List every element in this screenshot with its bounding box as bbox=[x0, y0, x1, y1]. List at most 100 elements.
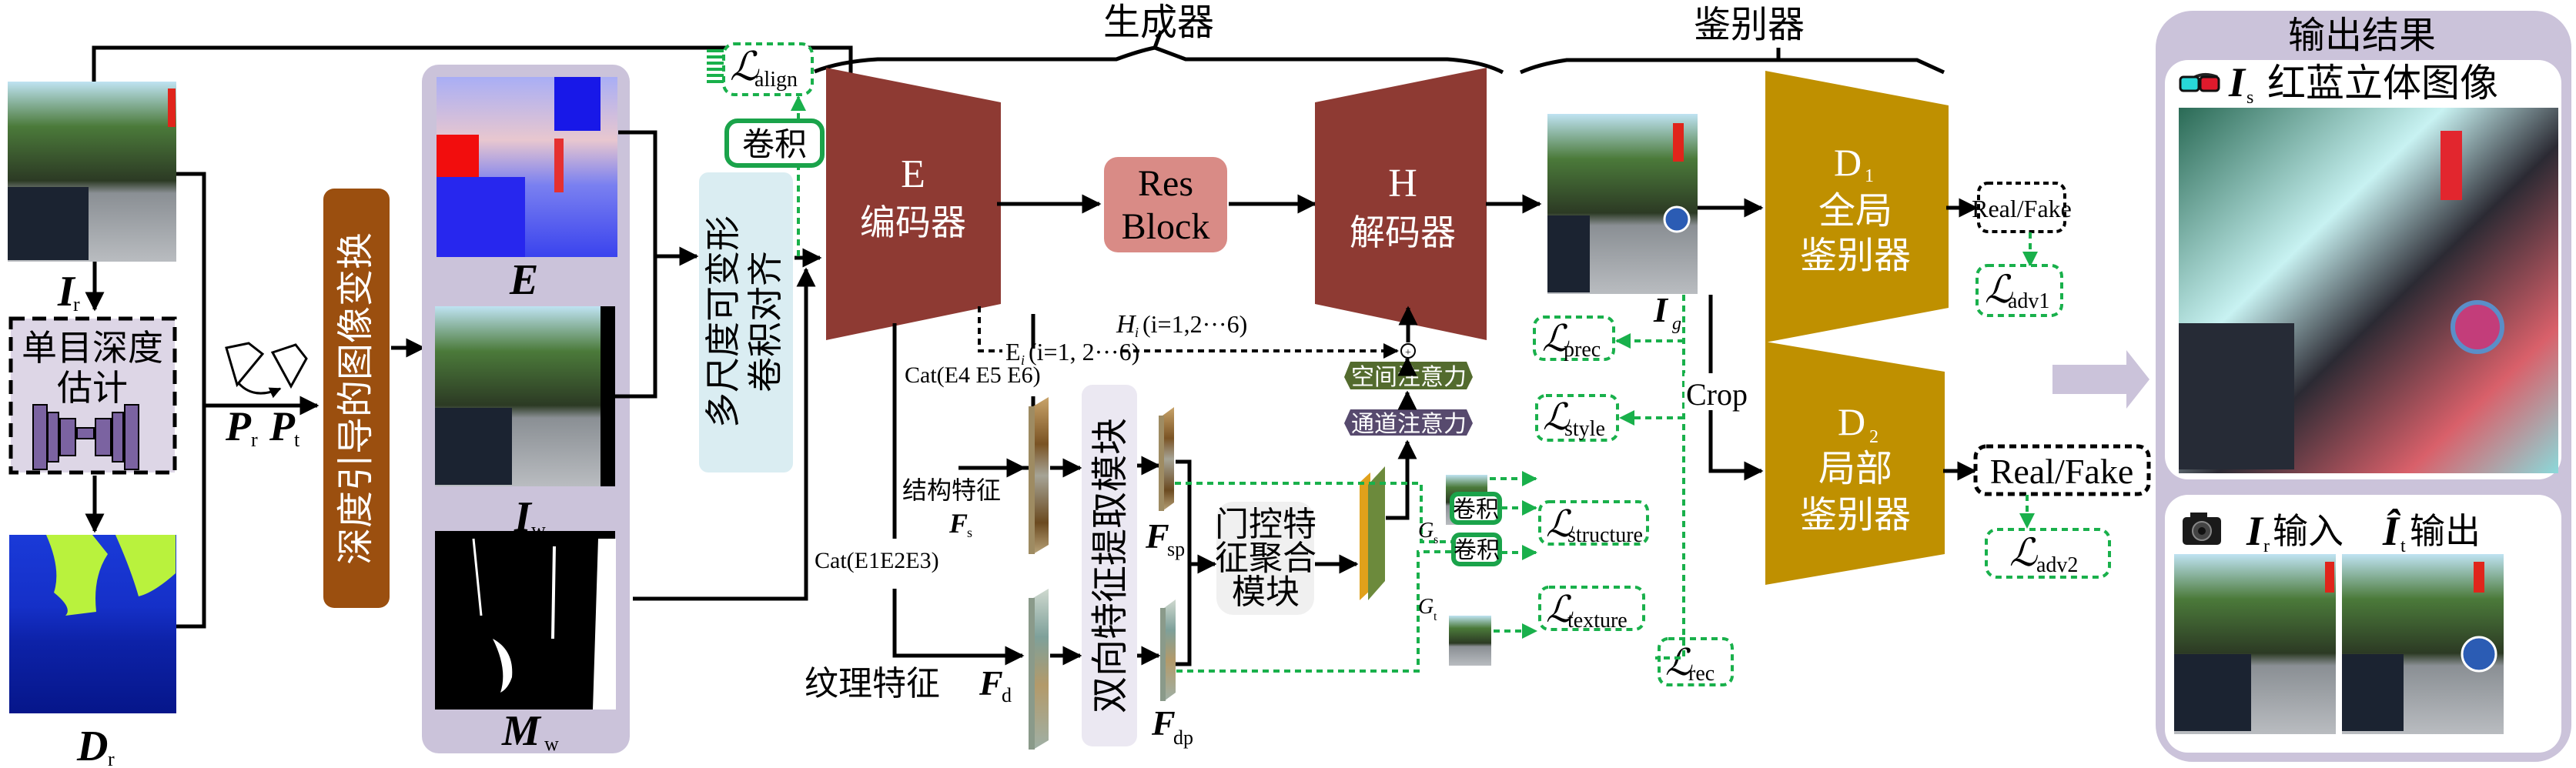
fsp-label: F bbox=[1145, 516, 1169, 556]
monocular-label-1: 单目深度 bbox=[22, 327, 163, 369]
is-sub: s bbox=[2246, 88, 2253, 108]
feature-map-fsp bbox=[1159, 407, 1174, 511]
gs-label: G bbox=[1418, 519, 1434, 543]
cat-high-label: Cat(E4 E5 E6) bbox=[905, 362, 1041, 388]
arrow-ig-crop-to-d2 bbox=[1708, 295, 1764, 481]
sum-node-icon: + bbox=[1400, 343, 1416, 359]
ig-sub: g bbox=[1672, 314, 1681, 334]
output-it-label: Î bbox=[2382, 508, 2401, 554]
depth-warp-label: 深度引导的图像变换 bbox=[334, 232, 377, 565]
loss-texture-box: ℒ texture bbox=[1538, 586, 1645, 633]
cat-low-label: Cat(E1E2E3) bbox=[815, 548, 939, 573]
svg-text:ℒ: ℒ bbox=[2009, 531, 2038, 574]
arrow-fused-to-channel bbox=[1386, 439, 1417, 520]
warp-output-panel: E I w M w bbox=[422, 65, 630, 755]
gs-conv-box: 卷积 bbox=[1450, 492, 1502, 525]
bidir-module-label: 双向特征提取模块 bbox=[1089, 418, 1132, 713]
d1-label-1: 全局 bbox=[1818, 189, 1892, 232]
anaglyph-label: 红蓝立体图像 bbox=[2267, 61, 2498, 105]
d2-sub: 2 bbox=[1869, 427, 1878, 447]
edge-ei-skip bbox=[978, 306, 1002, 352]
decoder-letter: H bbox=[1388, 162, 1417, 205]
d2-label-2: 鉴别器 bbox=[1800, 493, 1911, 536]
gt-thumbnail bbox=[1449, 616, 1491, 666]
loss-adv1-box: ℒ adv1 bbox=[1975, 264, 2063, 317]
arrow-to-fd bbox=[892, 589, 1025, 666]
loss-adv1-sub: adv1 bbox=[2008, 289, 2049, 313]
loss-rec-box: ℒ rec bbox=[1658, 637, 1734, 686]
input-label: 输入 bbox=[2273, 510, 2343, 552]
gs-conv-label: 卷积 bbox=[1453, 496, 1499, 523]
output-it-sub: t bbox=[2400, 536, 2406, 556]
crop-label: Crop bbox=[1686, 377, 1748, 412]
input-ir-label: I bbox=[2246, 508, 2264, 554]
depth-map-dr bbox=[9, 535, 176, 713]
d2-label-1: 局部 bbox=[1818, 447, 1892, 490]
loss-prec-box: ℒ prec bbox=[1533, 316, 1615, 362]
loss-align-sub: align bbox=[754, 68, 798, 92]
local-discriminator-d2: D 2 局部 鉴别器 bbox=[1765, 342, 1945, 585]
mw-label: M bbox=[501, 707, 542, 755]
loss-texture-sub: texture bbox=[1567, 609, 1628, 633]
result-output-image bbox=[2342, 554, 2504, 734]
spatial-attention-label: 空间注意力 bbox=[1351, 364, 1467, 391]
pose-r-sub: r bbox=[251, 429, 258, 451]
gt-conv-box: 卷积 bbox=[1451, 533, 1502, 566]
real-fake-d2-box: Real/Fake bbox=[1973, 444, 2151, 496]
svg-text:ℒ: ℒ bbox=[1665, 643, 1693, 683]
edge-fsp-to-gs bbox=[1175, 482, 1459, 543]
svg-text:ℒ: ℒ bbox=[730, 45, 760, 89]
edge-mw-to-encoder bbox=[633, 267, 816, 601]
output-label: 输出 bbox=[2410, 510, 2481, 552]
results-title: 输出结果 bbox=[2288, 14, 2436, 57]
hi-label: H bbox=[1116, 310, 1137, 339]
monocular-depth-box: 单目深度 估计 bbox=[8, 316, 177, 475]
pose-t-sub: t bbox=[294, 429, 300, 451]
texture-feature-label: 纹理特征 bbox=[805, 664, 940, 703]
anaglyph-image bbox=[2179, 108, 2558, 473]
ir-label-sub: r bbox=[73, 293, 80, 316]
svg-text:ℒ: ℒ bbox=[1546, 589, 1574, 630]
dr-label-sub: r bbox=[108, 748, 115, 768]
green-stripes-icon bbox=[707, 49, 724, 83]
feature-map-fs bbox=[1029, 397, 1049, 554]
edge-iw-to-align bbox=[615, 256, 657, 399]
gs-sub: s bbox=[1434, 533, 1438, 546]
svg-text:+: + bbox=[1405, 347, 1411, 359]
gt-sub: t bbox=[1434, 610, 1437, 623]
svg-text:ℒ: ℒ bbox=[1543, 397, 1571, 438]
loss-structure-box: ℒ structure bbox=[1538, 500, 1649, 547]
discriminator-brace bbox=[1519, 48, 1945, 75]
ig-label: I bbox=[1653, 290, 1669, 329]
edge-ir-dr-bus bbox=[176, 172, 206, 629]
deform-label-2: 卷积对齐 bbox=[744, 251, 786, 392]
edge-e-to-align bbox=[618, 130, 699, 266]
gated-label-3: 模块 bbox=[1232, 573, 1300, 612]
depth-guided-warp-block: 深度引导的图像变换 bbox=[323, 189, 390, 608]
global-discriminator-d1: D 1 全局 鉴别器 bbox=[1765, 71, 1949, 342]
bidirectional-feature-module: 双向特征提取模块 bbox=[1082, 385, 1137, 746]
ei-range: (i=1, 2···6) bbox=[1029, 338, 1139, 366]
loss-style-box: ℒ style bbox=[1535, 394, 1619, 442]
d1-label-2: 鉴别器 bbox=[1800, 234, 1911, 277]
pose-r-label: P bbox=[225, 403, 252, 449]
generator-heading: 生成器 bbox=[1103, 1, 1214, 44]
generated-image-ig bbox=[1547, 114, 1698, 294]
channel-attention-label: 通道注意力 bbox=[1351, 411, 1467, 438]
gated-label-2: 征聚合 bbox=[1215, 539, 1316, 578]
mask-mw bbox=[435, 531, 616, 710]
fd-sub: d bbox=[1002, 684, 1012, 706]
feature-map-fd bbox=[1029, 589, 1049, 750]
hi-range: (i=1,2···6) bbox=[1142, 310, 1247, 338]
edge-fdp-to-gt bbox=[1176, 550, 1468, 673]
encoder-letter: E bbox=[901, 152, 925, 196]
generator-brace bbox=[814, 30, 1504, 75]
res-block: Res Block bbox=[1104, 157, 1227, 252]
gt-conv-label: 卷积 bbox=[1454, 537, 1500, 564]
d2-letter: D bbox=[1838, 400, 1865, 443]
unet-icon bbox=[32, 404, 139, 470]
fd-label: F bbox=[979, 663, 1003, 703]
loss-rec-sub: rec bbox=[1688, 662, 1715, 686]
decoder-block: H 解码器 bbox=[1315, 68, 1487, 340]
align-conv-label: 卷积 bbox=[742, 125, 807, 163]
